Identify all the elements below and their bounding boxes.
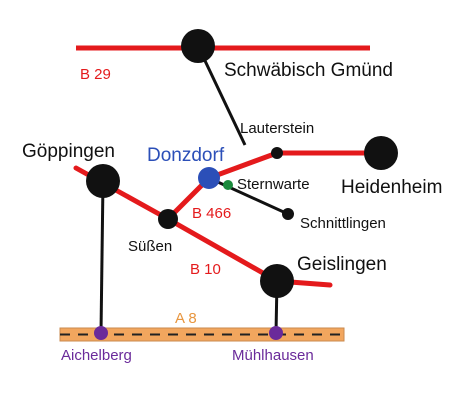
- label-b466: B 466: [192, 205, 231, 222]
- label-aichelberg: Aichelberg: [61, 347, 132, 364]
- link-donzdorf-schnittlingen: [208, 176, 289, 216]
- node-goeppingen: [86, 164, 120, 198]
- road-b466: [165, 150, 384, 222]
- label-schwaebisch-gmuend: Schwäbisch Gmünd: [224, 60, 393, 81]
- node-lauterstein: [271, 147, 283, 159]
- node-sternwarte: [223, 180, 233, 190]
- node-schnittlingen: [282, 208, 294, 220]
- label-heidenheim: Heidenheim: [341, 177, 442, 198]
- node-heidenheim: [364, 136, 398, 170]
- label-goeppingen: Göppingen: [22, 141, 115, 162]
- node-suessen: [158, 209, 178, 229]
- node-muehlhausen: [269, 326, 283, 340]
- label-b29: B 29: [80, 66, 111, 83]
- label-suessen: Süßen: [128, 238, 172, 255]
- label-a8: A 8: [175, 310, 197, 327]
- node-donzdorf: [198, 167, 220, 189]
- node-schwaebisch-gmuend: [181, 29, 215, 63]
- label-b10: B 10: [190, 261, 221, 278]
- label-geislingen: Geislingen: [297, 254, 387, 275]
- label-schnittlingen: Schnittlingen: [300, 215, 386, 232]
- node-aichelberg: [94, 326, 108, 340]
- link-schwaebisch-gmuend-lauterstein: [196, 45, 247, 146]
- node-geislingen: [260, 264, 294, 298]
- link-goeppingen-aichelberg: [99, 180, 105, 334]
- label-donzdorf: Donzdorf: [147, 145, 225, 166]
- label-sternwarte: Sternwarte: [237, 176, 310, 193]
- label-lauterstein: Lauterstein: [240, 120, 314, 137]
- label-muehlhausen: Mühlhausen: [232, 347, 314, 364]
